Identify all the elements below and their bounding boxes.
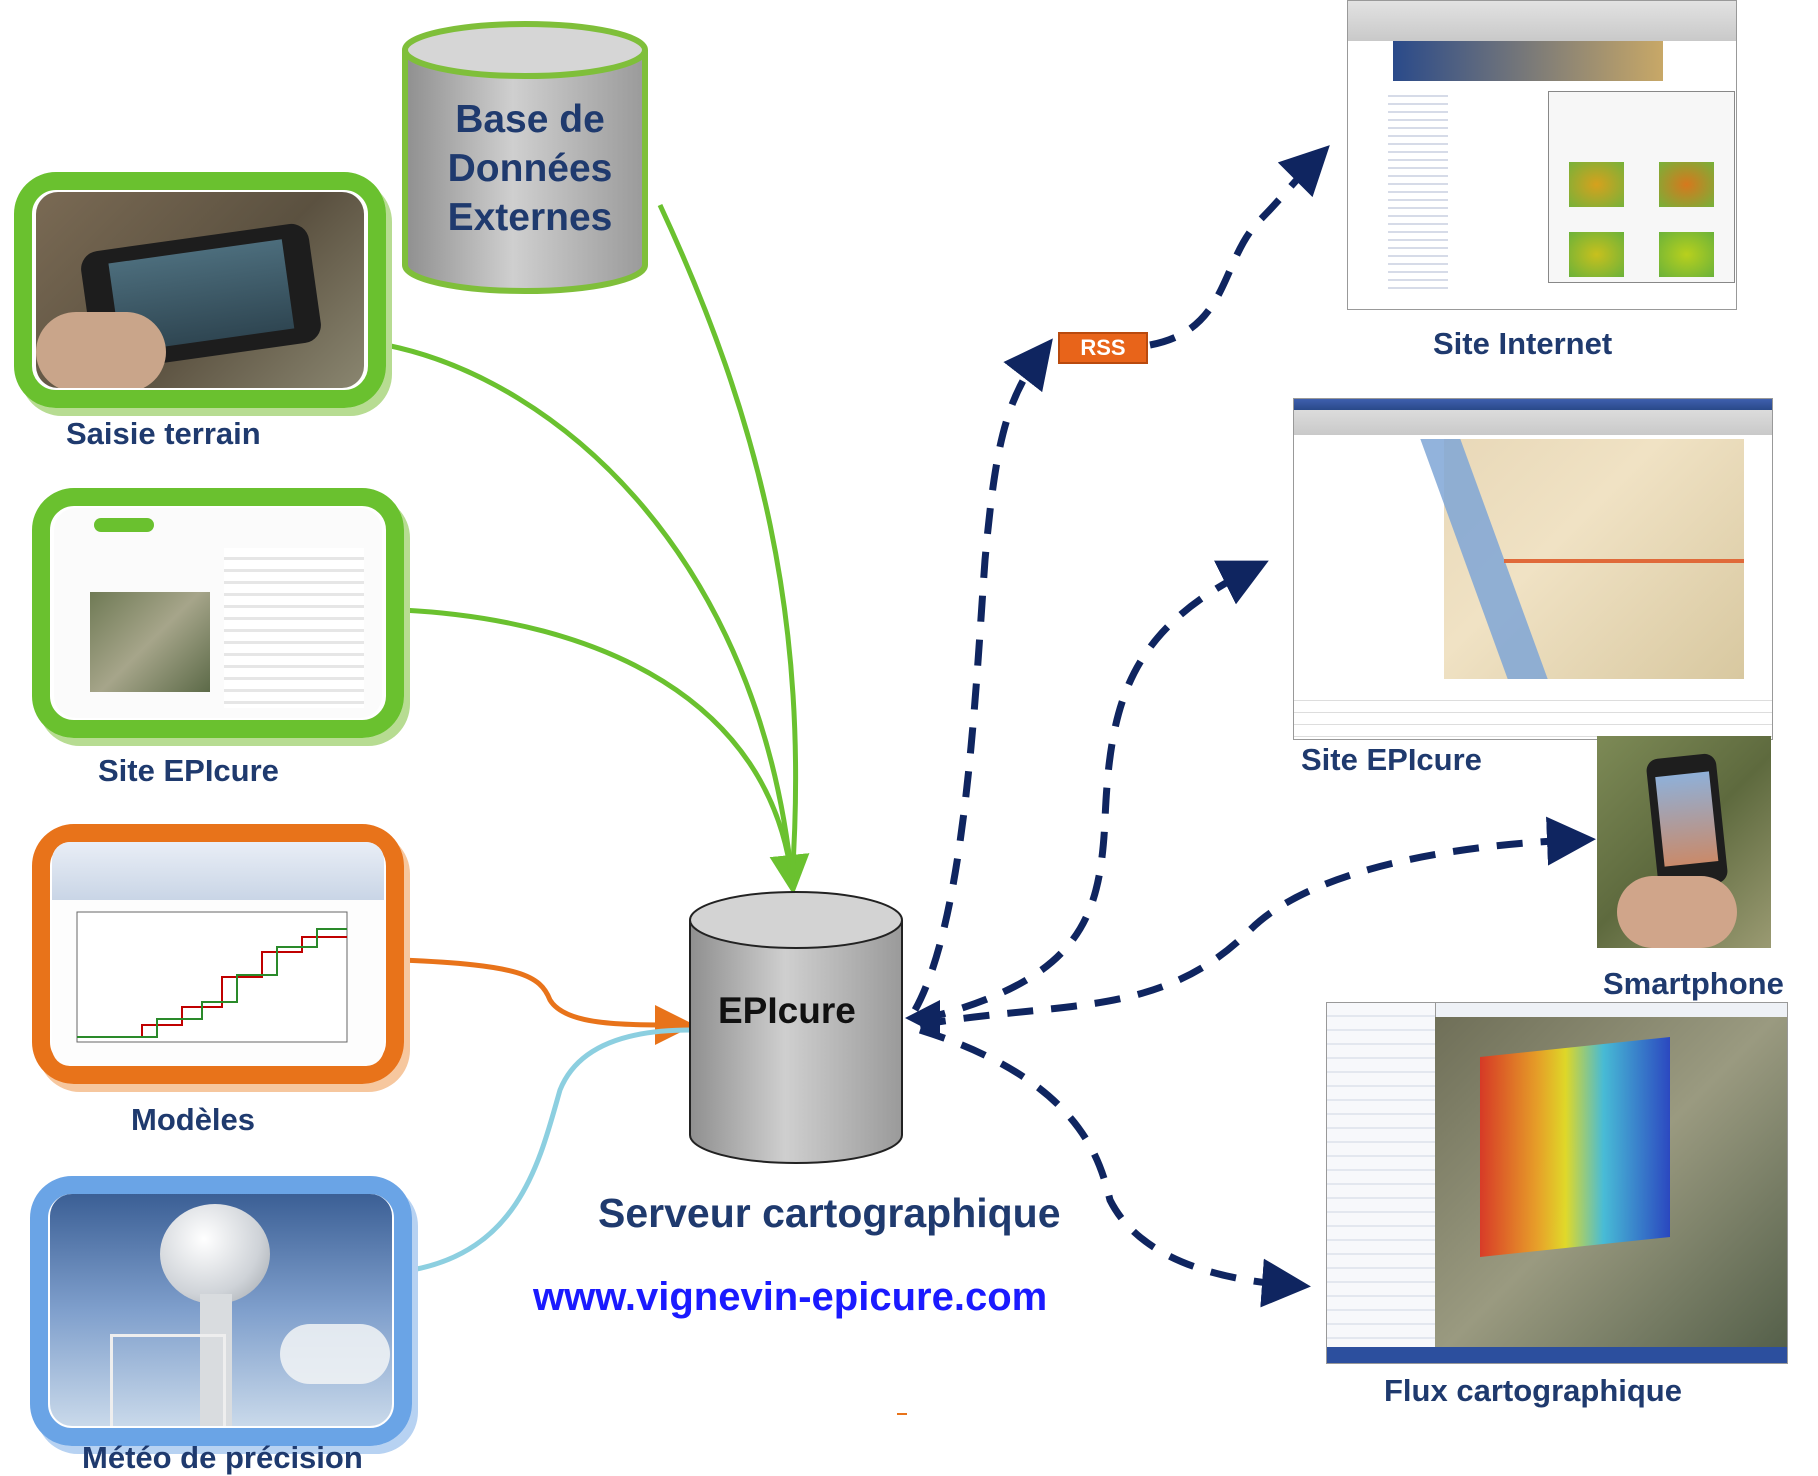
- bordeaux-map-mini: [1420, 439, 1744, 679]
- label-smartphone: Smartphone: [1603, 966, 1784, 1001]
- earth-imagery-mini: [1435, 1017, 1787, 1347]
- label-site-epicure-input: Site EPIcure: [98, 753, 279, 788]
- map-thumb-c: [1569, 232, 1624, 277]
- decorative-dash: [897, 1413, 907, 1415]
- radar-tower: [200, 1294, 232, 1426]
- modeles-step-chart: [76, 911, 348, 1043]
- external-database-cylinder: [402, 21, 648, 294]
- hand-mini: [1617, 876, 1737, 948]
- label-flux-cartographique: Flux cartographique: [1384, 1373, 1682, 1408]
- arrow-saisie-to-epicure: [385, 342, 810, 895]
- database-line-3: Externes: [447, 196, 613, 239]
- meteo-frame: [30, 1176, 412, 1446]
- arrow-epicure-to-smartphone: [919, 816, 1596, 1029]
- site-epicure-input-screenshot: [54, 508, 382, 718]
- popup-window-mini: [1548, 91, 1735, 283]
- flux-cartographique-screenshot: [1326, 1002, 1788, 1364]
- arrow-epicure-to-site-epicure: [919, 560, 1269, 1024]
- roads-mini: [1504, 559, 1744, 563]
- server-caption: Serveur cartographique: [598, 1190, 1061, 1236]
- epicure-logo-mini: [94, 518, 154, 532]
- browser-bar-mini: [1348, 1, 1736, 41]
- arrow-modeles-to-epicure: [401, 957, 695, 1045]
- modeles-screenshot: [52, 842, 384, 1066]
- server-url-link[interactable]: www.vignevin-epicure.com: [533, 1275, 1048, 1319]
- database-line-1: Base de: [455, 98, 605, 141]
- taskbar-mini: [1327, 1347, 1787, 1363]
- epicure-form-mini: [224, 548, 364, 708]
- nav-column-mini: [1388, 89, 1448, 289]
- epicure-server-name: EPIcure: [718, 990, 856, 1031]
- rss-badge[interactable]: RSS: [1058, 332, 1148, 364]
- results-table-mini: [1294, 689, 1772, 739]
- ie-bar-mini: [1294, 399, 1772, 435]
- phone-body-mini: [1645, 752, 1729, 890]
- database-line-2: Données: [447, 147, 613, 190]
- external-database: Base de Données Externes: [420, 95, 640, 242]
- radar-railing: [110, 1334, 226, 1426]
- smartphone-photo: [1597, 736, 1771, 948]
- bordeaux-banner-mini: [1393, 41, 1663, 81]
- saisie-terrain-photo: [36, 192, 364, 388]
- hand-shape: [36, 312, 166, 388]
- site-epicure-output-screenshot: [1293, 398, 1773, 740]
- modeles-toolbar-mini: [52, 842, 384, 900]
- site-internet-screenshot: [1347, 0, 1737, 310]
- meteo-photo: [50, 1194, 392, 1426]
- label-site-internet: Site Internet: [1433, 326, 1613, 361]
- cloud-shape: [280, 1324, 390, 1384]
- map-thumb-b: [1659, 162, 1714, 207]
- arrow-epicure-incoming-head: [905, 1000, 940, 1036]
- arrow-meteo-to-epicure: [411, 1027, 691, 1273]
- map-thumb-a: [1569, 162, 1624, 207]
- arrow-epicure-to-rss: [911, 338, 1053, 1012]
- modeles-frame: [32, 824, 404, 1084]
- arrow-epicure-to-flux: [918, 1026, 1311, 1308]
- phone-screen-mini: [1655, 771, 1719, 867]
- site-epicure-input-frame: [32, 488, 404, 738]
- radar-dome: [160, 1204, 270, 1304]
- epicure-satellite-mini: [90, 592, 210, 692]
- arrow-rss-to-site-internet: [1149, 145, 1330, 349]
- arrow-site-epicure-to-epicure: [401, 607, 795, 881]
- epicure-server-cylinder: [689, 891, 903, 1164]
- label-modeles: Modèles: [131, 1102, 256, 1137]
- arrow-db-to-epicure: [657, 203, 799, 881]
- saisie-terrain-frame: [14, 172, 386, 408]
- earth-sidebar-mini: [1327, 1003, 1436, 1363]
- heatmap-overlay-mini: [1480, 1037, 1670, 1257]
- label-meteo: Météo de précision: [82, 1440, 363, 1475]
- label-saisie-terrain: Saisie terrain: [66, 416, 261, 451]
- map-thumb-d: [1659, 232, 1714, 277]
- label-site-epicure-output: Site EPIcure: [1301, 742, 1482, 777]
